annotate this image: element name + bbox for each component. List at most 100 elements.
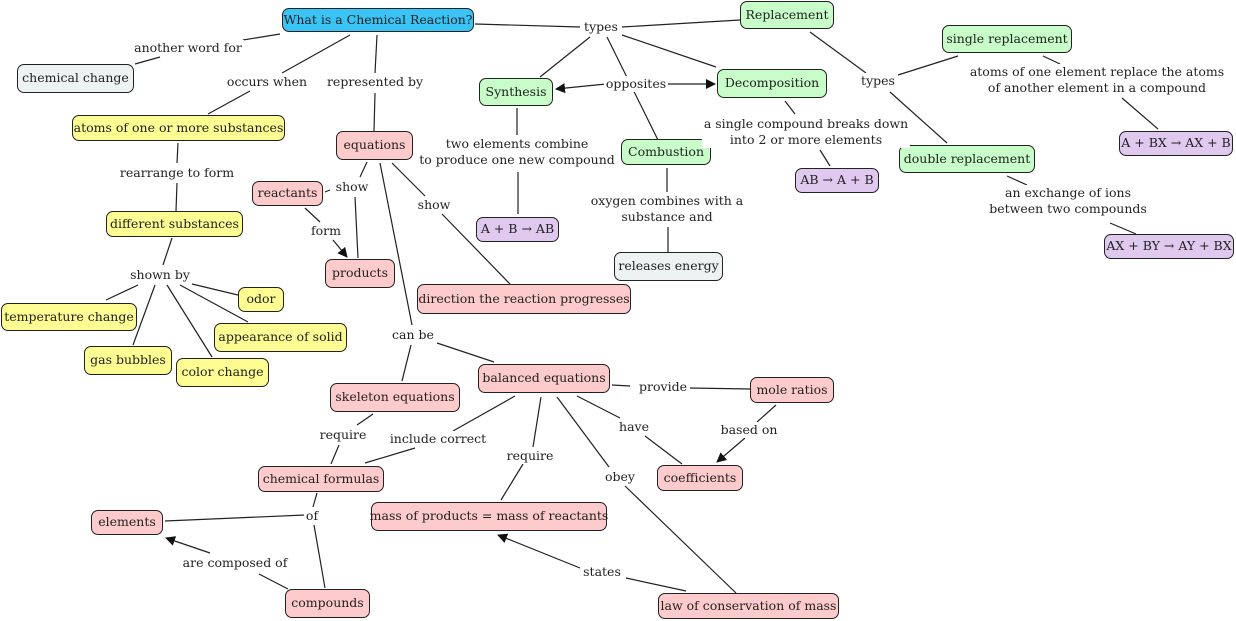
edge	[330, 444, 340, 465]
edge	[176, 142, 179, 164]
edge	[164, 514, 306, 522]
edge	[207, 90, 251, 115]
edge	[1121, 97, 1159, 130]
node-law-conservation[interactable]: law of conservation of mass	[658, 593, 839, 619]
node-synthesis[interactable]: Synthesis	[479, 78, 553, 106]
edge	[621, 34, 717, 68]
link-decomposition-desc: a single compound breaks down into 2 or …	[701, 116, 911, 148]
edge	[105, 284, 139, 301]
edge	[497, 533, 581, 569]
node-equations[interactable]: equations	[336, 131, 413, 160]
link-combustion-desc: oxygen combines with a substance and	[588, 193, 746, 225]
edge	[625, 577, 687, 592]
edge	[179, 284, 249, 323]
node-elements[interactable]: elements	[91, 510, 163, 535]
node-gas-bubbles[interactable]: gas bubbles	[84, 346, 172, 375]
node-skeleton-equations[interactable]: skeleton equations	[330, 383, 460, 412]
edge	[242, 33, 281, 41]
node-coefficients[interactable]: coefficients	[657, 465, 743, 491]
edge	[1006, 175, 1028, 186]
node-root[interactable]: What is a Chemical Reaction?	[282, 8, 474, 32]
edge	[889, 91, 948, 144]
node-chemical-formulas[interactable]: chemical formulas	[258, 466, 384, 492]
edge	[391, 162, 426, 197]
edge	[556, 396, 610, 468]
edge	[624, 485, 737, 594]
edge	[1042, 55, 1061, 65]
link-single-desc: atoms of one element replace the atoms o…	[967, 64, 1227, 96]
edge	[689, 387, 751, 390]
edge	[175, 182, 178, 212]
node-decomposition-formula[interactable]: AB → A + B	[795, 168, 879, 193]
link-provide: provide	[637, 379, 689, 395]
node-balanced-equations[interactable]: balanced equations	[478, 364, 610, 393]
link-obey: obey	[603, 469, 637, 485]
edge	[356, 413, 374, 426]
link-another-word-for: another word for	[132, 40, 244, 56]
node-atoms[interactable]: atoms of one or more substances	[72, 115, 285, 141]
edge	[379, 162, 413, 326]
edge	[373, 92, 376, 132]
node-reactants[interactable]: reactants	[252, 181, 323, 206]
link-are-composed-of: are composed of	[180, 555, 290, 571]
node-appearance-of-solid[interactable]: appearance of solid	[214, 323, 347, 352]
edge	[304, 207, 321, 223]
edge	[191, 283, 239, 296]
edge	[576, 395, 621, 419]
edge	[374, 34, 378, 74]
edge	[452, 395, 516, 432]
node-releases-energy[interactable]: releases energy	[614, 252, 723, 281]
edge	[555, 83, 607, 94]
node-products[interactable]: products	[325, 259, 395, 288]
node-decomposition[interactable]: Decomposition	[717, 69, 827, 98]
edge	[364, 447, 416, 464]
edge	[716, 437, 746, 463]
node-synthesis-formula[interactable]: A + B → AB	[476, 217, 559, 242]
edge	[621, 19, 741, 28]
node-different-substances[interactable]: different substances	[106, 211, 243, 237]
node-direction[interactable]: direction the reaction progresses	[417, 284, 631, 314]
link-opposites: opposites	[603, 76, 669, 92]
link-form: form	[309, 223, 343, 239]
node-double-formula[interactable]: AX + BY → AY + BX	[1104, 234, 1234, 259]
node-double-replacement[interactable]: double replacement	[899, 145, 1035, 173]
node-odor[interactable]: odor	[238, 287, 284, 312]
link-based-on: based on	[718, 422, 780, 438]
node-mole-ratios[interactable]: mole ratios	[750, 377, 834, 403]
link-types-main: types	[582, 19, 620, 35]
node-color-change[interactable]: color change	[176, 358, 269, 387]
link-include-correct: include correct	[387, 431, 489, 447]
link-require-formulas: require	[317, 427, 369, 443]
edge	[809, 31, 867, 74]
link-represented-by: represented by	[324, 74, 426, 90]
edge	[500, 463, 524, 501]
edge	[258, 573, 289, 590]
edge	[166, 284, 213, 358]
link-can-be: can be	[390, 327, 436, 343]
node-chemical-change[interactable]: chemical change	[17, 64, 134, 93]
node-temperature-change[interactable]: temperature change	[1, 303, 137, 331]
node-single-formula[interactable]: A + BX → AX + B	[1119, 131, 1233, 156]
edge	[441, 213, 511, 285]
edge	[897, 55, 959, 76]
link-rearrange-to-form: rearrange to form	[117, 165, 237, 181]
node-replacement[interactable]: Replacement	[740, 1, 834, 29]
edge	[1109, 222, 1137, 235]
node-single-replacement[interactable]: single replacement	[942, 25, 1072, 53]
edge	[474, 23, 581, 28]
edge	[281, 34, 351, 74]
node-combustion[interactable]: Combustion	[621, 139, 711, 165]
edge	[324, 189, 331, 193]
edge	[354, 196, 359, 259]
edge	[756, 404, 777, 423]
link-show-products: show	[333, 179, 371, 195]
edge	[401, 344, 412, 382]
link-types-replacement: types	[859, 73, 897, 89]
node-mass-equality[interactable]: mass of products = mass of reactants	[370, 502, 608, 531]
edge	[436, 342, 495, 363]
link-synthesis-desc: two elements combine to produce one new …	[417, 136, 617, 168]
edge	[165, 536, 211, 554]
link-of: of	[303, 508, 321, 524]
node-compounds[interactable]: compounds	[285, 589, 370, 618]
